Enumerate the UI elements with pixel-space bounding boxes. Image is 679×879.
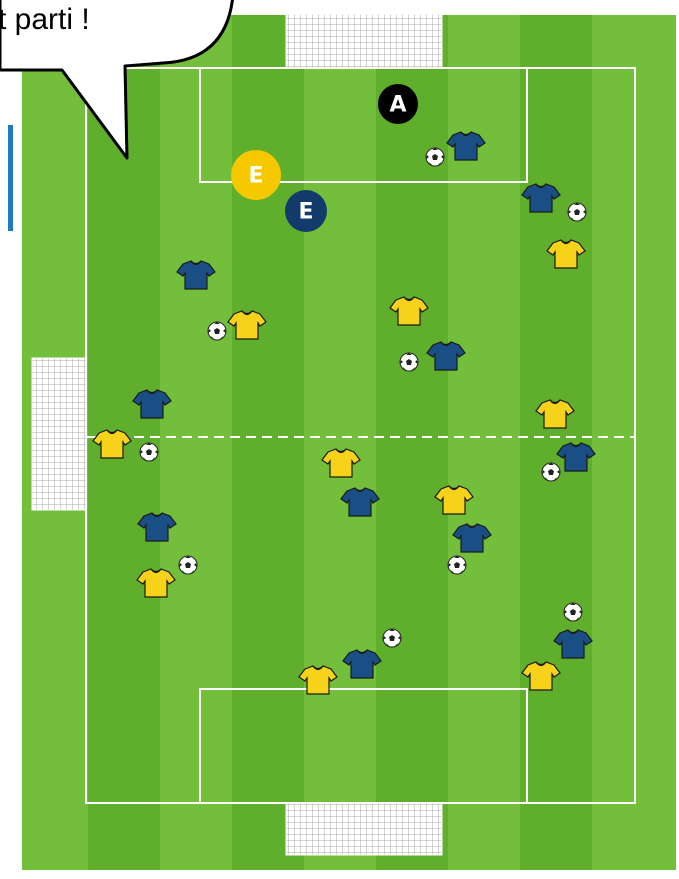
ball-icon (564, 603, 582, 621)
left-goal-net (32, 358, 86, 510)
ball-icon (542, 463, 560, 481)
marker-e-blue-label: E (298, 200, 313, 225)
ball-icon (448, 556, 466, 574)
bottom-goal-net (286, 803, 442, 855)
ball-icon (568, 203, 586, 221)
sidebar-accent-line (8, 125, 13, 231)
speech-bubble-text: t parti ! (0, 3, 90, 36)
ball-icon (400, 353, 418, 371)
marker-e-blue: E (285, 190, 327, 232)
ball-icon (140, 443, 158, 461)
ball-icon (426, 148, 444, 166)
top-goal-net (286, 14, 442, 68)
marker-a-label: A (389, 93, 406, 118)
marker-e-yellow-label: E (248, 164, 263, 189)
ball-icon (179, 556, 197, 574)
marker-a: A (378, 84, 418, 124)
ball-icon (208, 322, 226, 340)
ball-icon (383, 629, 401, 647)
marker-e-yellow: E (231, 150, 281, 200)
